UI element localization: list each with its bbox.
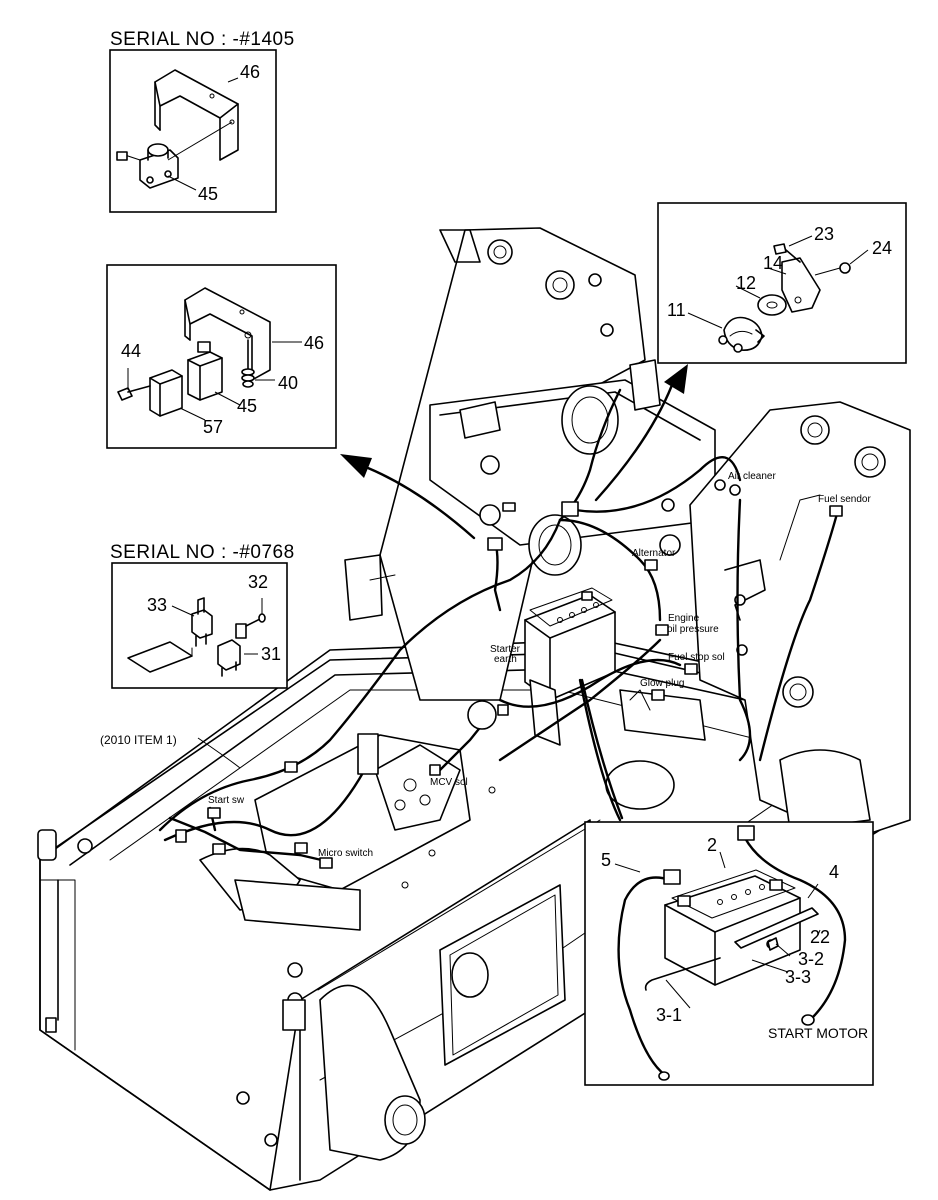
label-starter: Starter	[490, 644, 521, 655]
label-air-cleaner: Air cleaner	[728, 471, 776, 482]
inset-battery-part-4: 22	[810, 927, 830, 947]
label-oil-pressure: oil pressure	[667, 624, 719, 635]
battery-main	[524, 587, 616, 746]
inset-0768-part-3: 31	[261, 644, 281, 664]
label-start-sw: Start sw	[208, 795, 245, 806]
label-mcv-sol: MCV sol	[430, 777, 468, 788]
label-earth: earth	[494, 654, 517, 665]
inset-relay-part-1: 44	[121, 341, 141, 361]
inset-1405-heading: SERIAL NO : -#1405	[110, 29, 295, 50]
inset-relay-part-2: 46	[304, 333, 324, 353]
label-fuel-sendor: Fuel sendor	[818, 494, 871, 505]
pointer-arrows	[340, 364, 688, 820]
inset-relay-part-3: 40	[278, 373, 298, 393]
inset-battery-part-6: 3-3	[785, 967, 811, 987]
inset-relay: 46 40 45 57 44	[106, 264, 337, 449]
inset-switch-part-4: 12	[736, 273, 756, 293]
inset-battery-part-7: 3-1	[656, 1005, 682, 1025]
start-motor-label: START MOTOR	[768, 1025, 868, 1041]
inset-battery-part-3: 4	[829, 862, 839, 882]
label-micro-switch: Micro switch	[318, 848, 373, 859]
inset-switch-part-3: 14	[763, 253, 783, 273]
inset-0768-heading: SERIAL NO : -#0768	[110, 542, 295, 563]
inset-0768-part-1: 32	[248, 572, 268, 592]
inset-battery-part-5: 3-2	[798, 949, 824, 969]
inset-switch-part-5: 11	[667, 300, 686, 320]
inset-serial-0768: SERIAL NO : -#0768 33 32 31	[110, 542, 295, 689]
inset-1405-part-1: 46	[240, 62, 260, 82]
label-alternator: Alternator	[632, 548, 676, 559]
inset-battery-part-1: 2	[707, 835, 717, 855]
inset-switch: 23 24 14 12 11	[657, 202, 907, 364]
inset-1405-box	[109, 49, 277, 213]
label-fuel-stop-sol: Fuel stop sol	[668, 652, 725, 663]
inset-relay-part-5: 57	[203, 417, 223, 437]
inset-battery-part-2: 5	[601, 850, 611, 870]
label-glow-plug: Glow plug	[640, 678, 684, 689]
label-item-ref: (2010 ITEM 1)	[100, 733, 177, 747]
inset-0768-part-2: 33	[147, 595, 167, 615]
inset-relay-part-4: 45	[237, 396, 257, 416]
item-ref-leader	[197, 737, 241, 769]
arrow-left-head	[340, 454, 372, 478]
wiring-harness	[158, 388, 843, 869]
inset-relay-box	[106, 264, 337, 449]
inset-1405-part-2: 45	[198, 184, 218, 204]
arrow-right-head	[664, 364, 688, 394]
label-engine: Engine	[668, 613, 700, 624]
inset-switch-part-1: 23	[814, 224, 834, 244]
inset-serial-1405: SERIAL NO : -#1405 46 45	[109, 29, 295, 213]
frame-labels: Air cleaner Fuel sendor Alternator Engin…	[100, 471, 871, 859]
inset-battery: 2 5 4 22 3-2 3-3 3-1 START MOTOR	[584, 821, 874, 1086]
inset-switch-part-2: 24	[872, 238, 892, 258]
